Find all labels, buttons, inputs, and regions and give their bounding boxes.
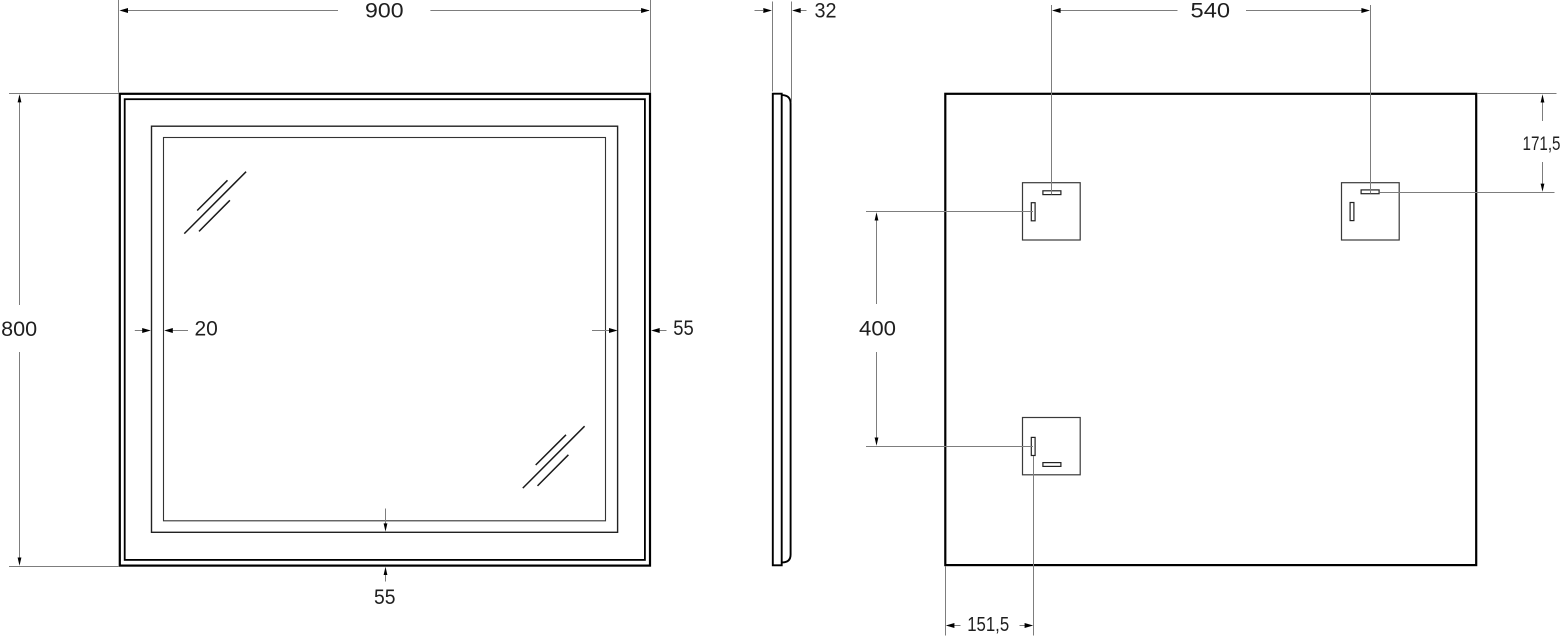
svg-text:20: 20 <box>195 318 218 341</box>
svg-text:540: 540 <box>1191 0 1231 23</box>
svg-text:55: 55 <box>673 317 694 340</box>
svg-text:900: 900 <box>365 0 404 23</box>
svg-text:55: 55 <box>374 586 396 609</box>
svg-text:800: 800 <box>1 318 37 341</box>
svg-text:171,5: 171,5 <box>1523 134 1561 155</box>
svg-text:151,5: 151,5 <box>967 614 1009 636</box>
svg-text:400: 400 <box>859 318 896 341</box>
svg-text:32: 32 <box>815 0 837 23</box>
